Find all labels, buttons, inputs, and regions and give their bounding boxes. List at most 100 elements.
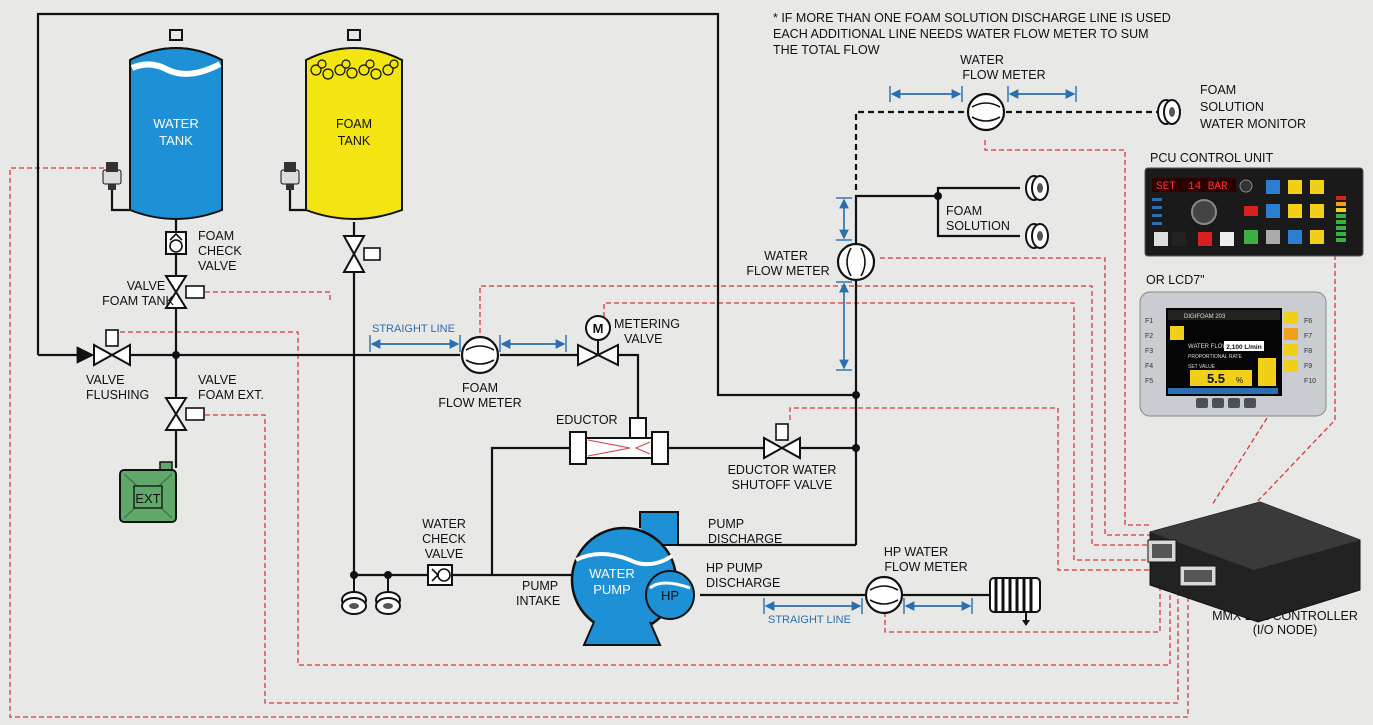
valve-foam-ext-label-2: FOAM EXT. [198, 388, 264, 402]
foam-flow-meter-label-2: FLOW METER [438, 396, 521, 410]
valve-foam-tank-icon [164, 275, 205, 309]
lcd-percent-unit: % [1236, 376, 1243, 385]
water-flow-meter-mid-label-2: FLOW METER [746, 264, 829, 278]
straight-line-bottom-label: STRAIGHT LINE [768, 614, 851, 626]
lcd-key-f1[interactable]: F1 [1145, 318, 1154, 325]
water-tank-label-1: WATER [153, 116, 199, 131]
water-pump-icon: WATER PUMP HP [570, 511, 695, 646]
lcd-title: OR LCD7" [1146, 273, 1205, 287]
valve-foam-tank-label-1: VALVE [127, 279, 165, 293]
pump-intake-label-1: PUMP [522, 579, 558, 593]
pcu-plus-button[interactable] [1220, 232, 1234, 246]
hp-pump-discharge-label-1: HP PUMP [706, 561, 763, 575]
lcd-flow-label: WATER FLOW: [1188, 344, 1230, 350]
lcd-key-f2[interactable]: F2 [1145, 333, 1154, 340]
valve-foam-tank-label-2: FOAM TANK [102, 294, 174, 308]
hp-flow-meter-label-1: HP WATER [884, 545, 948, 559]
pipes [36, 12, 1158, 597]
pump-intake-label-2: INTAKE [516, 594, 560, 608]
note-line-2: EACH ADDITIONAL LINE NEEDS WATER FLOW ME… [773, 27, 1149, 41]
diagram-labels: * IF MORE THAN ONE FOAM SOLUTION DISCHAR… [86, 11, 1358, 637]
valve-flushing-icon [93, 329, 131, 367]
foam-flow-meter-icon [460, 335, 500, 375]
pcu-control-unit: SET 14 BAR [1144, 167, 1364, 257]
water-pump-label-2: PUMP [593, 582, 631, 597]
foam-tank-outlet-valve-icon [342, 235, 381, 273]
pcu-led-bar [1336, 196, 1346, 242]
valve-flushing-label-2: FLUSHING [86, 388, 149, 402]
lcd-key-f3[interactable]: F3 [1145, 348, 1154, 355]
lcd-key-f7[interactable]: F7 [1304, 333, 1313, 340]
lcd-left-key-labels: F1 F2 F3 F4 F5 [1145, 314, 1161, 389]
pcu-leds-left [1152, 198, 1162, 225]
note-line-3: THE TOTAL FLOW [773, 43, 880, 57]
valve-foam-ext-label-1: VALVE [198, 373, 236, 387]
eductor-label: EDUCTOR [556, 413, 618, 427]
lcd-mode: PROPORTIONAL RATE [1188, 354, 1242, 360]
monitor-label-3: WATER MONITOR [1200, 117, 1306, 131]
foam-tank-label-1: FOAM [336, 117, 372, 131]
lcd-set-value-label: SET VALUE [1188, 364, 1216, 370]
lcd-key-f9[interactable]: F9 [1304, 363, 1313, 370]
pump-discharge-label-2: DISCHARGE [708, 532, 782, 546]
eductor-icon [569, 417, 669, 465]
controller-label-2: (I/O NODE) [1253, 623, 1318, 637]
foam-flow-meter-label-1: FOAM [462, 381, 498, 395]
hp-label: HP [661, 588, 679, 603]
hose-reel-icon [989, 577, 1041, 626]
hp-pump-discharge-label-2: DISCHARGE [706, 576, 780, 590]
water-flow-meter-mid-icon [836, 242, 876, 282]
water-level-sensor-icon [102, 162, 122, 190]
foam-tank: FOAM TANK [305, 29, 403, 220]
straight-line-dimensions [369, 86, 1077, 614]
pcu-display-set: SET [1156, 181, 1176, 193]
lcd-key-f4[interactable]: F4 [1145, 363, 1154, 370]
pcu-display-value: 14 BAR [1188, 181, 1228, 193]
monitor-label-2: SOLUTION [1200, 100, 1264, 114]
water-flow-meter-top-label-1: WATER [960, 53, 1004, 67]
water-check-valve-label-1: WATER [422, 517, 466, 531]
svg-text:M: M [593, 321, 604, 336]
hp-water-flow-meter-icon [864, 575, 904, 615]
lcd-key-f8[interactable]: F8 [1304, 348, 1313, 355]
pcu-stop-button[interactable] [1198, 232, 1212, 246]
signal-lines [9, 140, 1336, 718]
water-check-valve-label-3: VALVE [425, 547, 463, 561]
water-flow-meter-top-label-2: FLOW METER [962, 68, 1045, 82]
lcd-right-buttons [1284, 312, 1298, 372]
note-line-1: * IF MORE THAN ONE FOAM SOLUTION DISCHAR… [773, 11, 1171, 25]
lcd-flow-value: 2,100 L/min [1226, 344, 1261, 351]
water-tank-label-2: TANK [159, 133, 193, 148]
lcd-right-key-labels: F6 F7 F8 F9 F10 [1304, 314, 1322, 389]
straight-line-top-label: STRAIGHT LINE [372, 323, 455, 335]
foam-check-valve-label-2: CHECK [198, 244, 242, 258]
pcu-key-button[interactable] [1172, 232, 1186, 246]
valve-flushing-label-1: VALVE [86, 373, 124, 387]
pcu-title: PCU CONTROL UNIT [1150, 151, 1274, 165]
lcd-key-f10[interactable]: F10 [1304, 378, 1317, 385]
foam-check-valve-icon [165, 231, 187, 255]
hp-flow-meter-label-2: FLOW METER [884, 560, 967, 574]
pump-discharge-label-1: PUMP [708, 517, 744, 531]
water-pump-label-1: WATER [589, 566, 635, 581]
water-flow-meter-top-icon [966, 92, 1006, 132]
ext-label: EXT [135, 491, 160, 506]
lcd-key-f5[interactable]: F5 [1145, 378, 1154, 385]
junction-dots [172, 192, 942, 579]
valve-foam-ext-icon [164, 397, 205, 431]
intake-nozzle-icons [341, 575, 401, 615]
foam-level-sensor-icon [280, 162, 300, 190]
ext-tank: EXT [119, 461, 177, 523]
lcd-key-f6[interactable]: F6 [1304, 318, 1313, 325]
foam-solution-label-1: FOAM [946, 204, 982, 218]
metering-valve-label-1: METERING [614, 317, 680, 331]
mmx-ec1-controller [1147, 501, 1361, 623]
lcd-nav-buttons [1196, 398, 1256, 408]
pcu-function-buttons [1244, 180, 1324, 244]
metering-valve-label-2: VALVE [624, 332, 662, 346]
lcd7-display-unit: DIGIFOAM 203 WATER FLOW: 2,100 L/min PRO… [1139, 291, 1327, 417]
pcu-minus-button[interactable] [1154, 232, 1168, 246]
foam-tank-label-2: TANK [338, 134, 371, 148]
